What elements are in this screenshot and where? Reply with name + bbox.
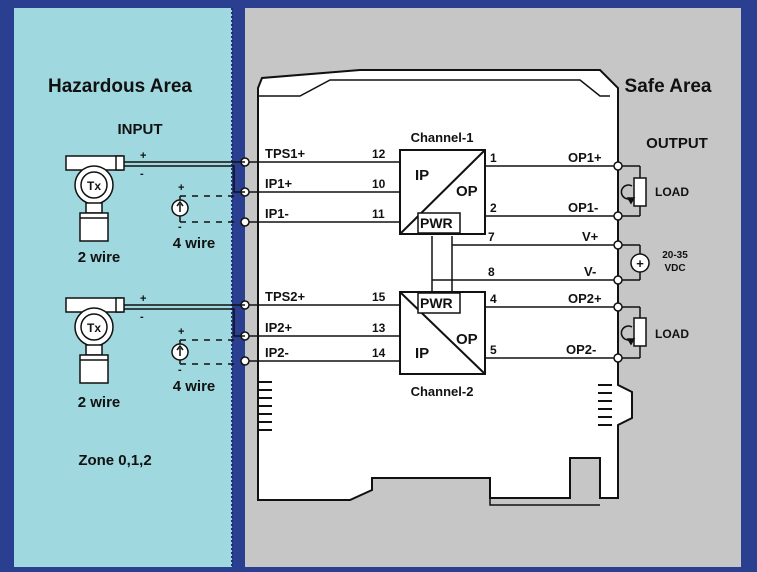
src1-minus: - <box>178 221 182 233</box>
terminal-label-ip2-plus: IP2+ <box>265 320 293 335</box>
terminal-num-12: 12 <box>372 147 386 161</box>
src2-plus: + <box>178 326 184 338</box>
output-heading: OUTPUT <box>646 135 708 152</box>
terminal-num-11: 11 <box>372 207 385 221</box>
supply-unit: VDC <box>664 263 685 274</box>
dc-supply <box>622 244 650 281</box>
tx1-plus: + <box>140 150 146 162</box>
src1-four-wire-label: 4 wire <box>173 235 216 252</box>
tx2-plus: + <box>140 293 146 305</box>
tx2-two-wire-label: 2 wire <box>78 394 121 411</box>
terminal-label-v-plus: V+ <box>582 229 599 244</box>
src2-four-wire-label: 4 wire <box>173 378 216 395</box>
channel2-block: PWR OP IP <box>399 291 486 375</box>
terminal-num-1: 1 <box>490 151 497 165</box>
ch1-ip-label: IP <box>415 167 429 184</box>
transmitter1-icon <box>65 155 125 242</box>
terminal-num-10: 10 <box>372 177 386 191</box>
terminal-label-ip2-minus: IP2- <box>265 345 289 360</box>
terminal-label-op2-minus: OP2- <box>566 342 596 357</box>
load1-label: LOAD <box>655 185 689 199</box>
tx1-wires <box>124 161 245 193</box>
channel1-title: Channel-1 <box>411 130 474 145</box>
terminal-label-tps1: TPS1+ <box>265 146 306 161</box>
ch2-pwr-label: PWR <box>420 295 453 311</box>
channel1-block: IP OP PWR <box>399 149 486 235</box>
four-wire-source1-icon <box>171 195 234 223</box>
terminal-num-7: 7 <box>488 230 495 244</box>
terminal-num-4: 4 <box>490 292 497 306</box>
terminal-label-op1-minus: OP1- <box>568 200 598 215</box>
ch1-pwr-label: PWR <box>420 215 453 231</box>
module-housing <box>257 69 633 501</box>
module-vents-left <box>258 381 272 431</box>
terminal-num-14: 14 <box>372 346 386 360</box>
terminal-num-13: 13 <box>372 321 386 335</box>
terminal-num-5: 5 <box>490 343 497 357</box>
terminal-label-tps2: TPS2+ <box>265 289 306 304</box>
module-vents-right <box>598 384 612 426</box>
tx2-symbol: Tx <box>87 321 101 335</box>
transmitter2-icon <box>65 297 125 384</box>
ch2-ip-label: IP <box>415 345 429 362</box>
tx1-symbol: Tx <box>87 179 101 193</box>
hazardous-area-title: Hazardous Area <box>48 76 192 97</box>
terminal-label-ip1-plus: IP1+ <box>265 176 293 191</box>
tx2-wires <box>124 304 245 337</box>
tx1-two-wire-label: 2 wire <box>78 249 121 266</box>
src1-plus: + <box>178 182 184 194</box>
right-terminal-wires <box>431 165 618 359</box>
terminal-label-op2-plus: OP2+ <box>568 291 602 306</box>
terminal-num-2: 2 <box>490 201 497 215</box>
ch1-op-label: OP <box>456 183 478 200</box>
terminal-label-v-minus: V- <box>584 264 596 279</box>
terminal-num-15: 15 <box>372 290 386 304</box>
load1-resistor <box>620 165 647 217</box>
hazardous-area-panel <box>14 8 232 567</box>
terminal-label-ip1-minus: IP1- <box>265 206 289 221</box>
terminal-num-8: 8 <box>488 265 495 279</box>
load2-resistor <box>620 306 647 359</box>
src2-minus: - <box>178 364 182 376</box>
ch2-op-label: OP <box>456 331 478 348</box>
tx1-minus: - <box>140 168 144 180</box>
supply-voltage: 20-35 <box>662 250 688 261</box>
safe-area-title: Safe Area <box>625 76 712 97</box>
left-terminal-wires <box>245 161 400 362</box>
zone-label: Zone 0,1,2 <box>78 452 151 469</box>
four-wire-source2-icon <box>171 339 234 365</box>
tx2-minus: - <box>140 311 144 323</box>
terminal-label-op1-plus: OP1+ <box>568 150 602 165</box>
input-heading: INPUT <box>118 121 163 138</box>
supply-plus-icon: + <box>636 256 644 271</box>
channel2-title: Channel-2 <box>411 384 474 399</box>
load2-label: LOAD <box>655 327 689 341</box>
